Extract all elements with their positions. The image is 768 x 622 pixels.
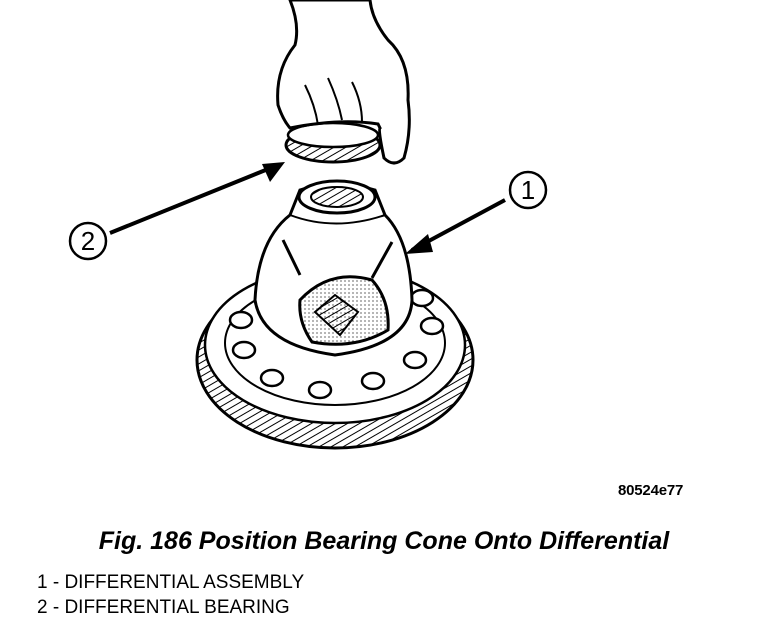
bearing-cone [284, 121, 382, 164]
callout-1-number: 1 [521, 175, 535, 205]
figure-id-code: 80524e77 [618, 482, 684, 499]
callout-2: 2 [68, 162, 285, 261]
legend: 1 - DIFFERENTIAL ASSEMBLY 2 - DIFFERENTI… [37, 570, 304, 620]
figure-caption: Fig. 186 Position Bearing Cone Onto Diff… [98, 527, 670, 555]
ring-gear-bolts [228, 288, 445, 400]
differential-case [253, 179, 414, 357]
hand [276, 0, 411, 165]
callout-1: 1 [405, 170, 548, 254]
differential-illustration: 1 2 [68, 0, 548, 450]
legend-item-1: 1 - DIFFERENTIAL ASSEMBLY [37, 572, 305, 593]
callout-2-number: 2 [81, 226, 95, 256]
legend-item-2: 2 - DIFFERENTIAL BEARING [37, 597, 290, 618]
